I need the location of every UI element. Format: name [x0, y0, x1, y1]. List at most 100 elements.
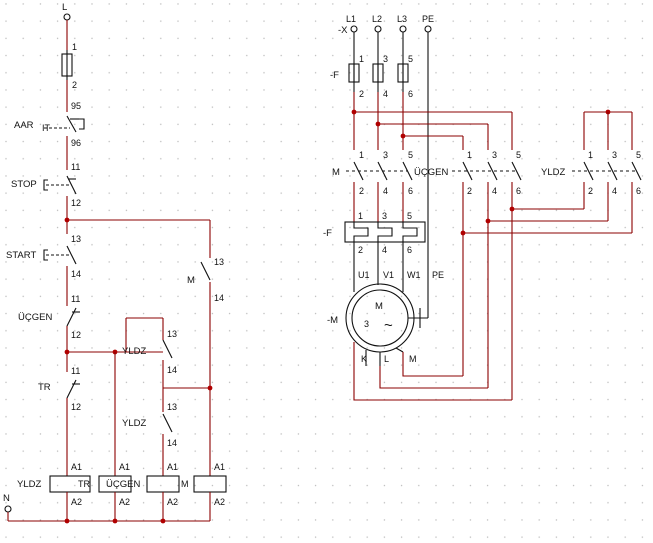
aar-pin-95: 95	[71, 101, 81, 111]
start-pin-14: 14	[71, 269, 81, 279]
contactor-ucgen-label: ÜÇGEN	[414, 167, 448, 178]
overload-relay	[344, 221, 426, 243]
contactor-ucgen-contact	[462, 161, 473, 181]
phase-pe: PE	[422, 14, 434, 24]
motor-phase-count: 3	[364, 319, 369, 329]
coil-m-a1: A1	[167, 462, 178, 472]
fuse-pin-2: 2	[72, 80, 77, 90]
contactor-yldz-contact	[583, 161, 594, 181]
wire	[379, 366, 488, 389]
contactor-ucgen-contact	[487, 161, 498, 181]
contactor-ucgen-bottom-pin: 4	[492, 186, 497, 196]
wire	[395, 347, 404, 353]
wire	[353, 342, 512, 401]
overload-bottom-pin: 6	[407, 245, 412, 255]
motor-bottom-k: K	[361, 354, 367, 364]
contactor-m-top-pin: 3	[383, 150, 388, 160]
motor-bottom-l: L	[384, 354, 389, 364]
yldz-no2-label: YLDZ	[122, 418, 146, 429]
contactor-yldz-top-pin: 5	[636, 150, 641, 160]
tr-nc-contact	[66, 379, 77, 399]
junction-dot	[485, 218, 491, 224]
terminal-label: -X	[338, 25, 348, 36]
tr-nc-pin-12: 12	[71, 402, 81, 412]
contactor-yldz-label: YLDZ	[541, 167, 565, 178]
coil-yldz: A1 YLDZ TR A2	[17, 462, 91, 507]
aar-prefix: IT	[42, 123, 51, 133]
m-no-contact	[200, 261, 211, 281]
junction-dot	[375, 121, 381, 127]
coil-m-right-label: M	[181, 479, 189, 489]
fuse-top-pin: 3	[383, 54, 388, 64]
contactor-m-top-pin: 5	[408, 150, 413, 160]
coil-yldz-body	[49, 475, 91, 493]
coil-yldz-right-label: TR	[78, 479, 90, 489]
fuse-bottom-pin: 6	[408, 89, 413, 99]
wire	[402, 352, 463, 377]
fuse-top-pin: 5	[408, 54, 413, 64]
overload-top-pin: 3	[382, 211, 387, 221]
fuse-top-pin: 1	[359, 54, 364, 64]
junction-dot	[112, 518, 118, 524]
contactor-yldz-bottom-pin: 4	[612, 186, 617, 196]
contactor-m-bottom-pin: 2	[359, 186, 364, 196]
start-contact	[66, 245, 77, 265]
start-button-head	[43, 249, 48, 261]
contactor-ucgen-top-pin: 5	[516, 150, 521, 160]
stop-button-head	[43, 179, 48, 191]
contactor-yldz-top-pin: 1	[588, 150, 593, 160]
coil-yldz-left-label: YLDZ	[17, 479, 41, 490]
junction-dot	[64, 217, 70, 223]
phase-l3: L3	[397, 14, 407, 24]
junction-dot	[400, 133, 406, 139]
yldz-no1-contact	[162, 339, 173, 359]
contactor-yldz-top-pin: 3	[612, 150, 617, 160]
contactor-m-bottom-pin: 4	[383, 186, 388, 196]
ucgen-nc-contact	[66, 307, 77, 327]
tr-nc-pin-11: 11	[71, 366, 80, 376]
stop-label: STOP	[11, 179, 37, 190]
overload-element	[353, 222, 369, 242]
ucgen-nc-label: ÜÇGEN	[18, 312, 52, 323]
supply-label-n: N	[3, 493, 10, 504]
contactor-m-bottom-pin: 6	[408, 186, 413, 196]
coil-ucgen-a1: A1	[119, 462, 130, 472]
yldz-no2-pin-14: 14	[167, 438, 177, 448]
overload-label: -F	[323, 228, 332, 239]
aar-contact	[66, 115, 77, 133]
yldz-no2-pin-13: 13	[167, 402, 177, 412]
coil-m-a2: A2	[167, 497, 178, 507]
motor-terminal-w1: W1	[407, 270, 421, 280]
coil-yldz-a2: A2	[71, 497, 82, 507]
motor-label: -M	[327, 315, 338, 326]
power-circuit: -X L1 L 2 L3 PE -F 1 3 5 2 4 6	[323, 14, 642, 401]
ucgen-nc-pin-12: 12	[71, 330, 81, 340]
yldz-no1-label: YLDZ	[122, 346, 146, 357]
phase-l1: L1	[346, 14, 356, 24]
m-no-pin-13: 13	[214, 257, 224, 267]
fuse-bottom-pin: 4	[383, 89, 388, 99]
motor-terminal-u1: U1	[358, 270, 370, 280]
overload-top-pin: 5	[407, 211, 412, 221]
motor-ac-symbol: ~	[384, 317, 393, 334]
yldz-no1-pin-13: 13	[167, 329, 177, 339]
contactor-yldz-contact	[607, 161, 618, 181]
junction-dot	[509, 206, 515, 212]
junction-dot	[207, 385, 213, 391]
contactor-yldz-contact	[631, 161, 642, 181]
coil-ucgen-a2: A2	[119, 497, 130, 507]
overload-bottom-pin: 4	[382, 245, 387, 255]
aar-thermal-symbol	[79, 118, 85, 130]
contactor-ucgen-bottom-pin: 6	[516, 186, 521, 196]
m-no-pin-14: 14	[214, 293, 224, 303]
ucgen-nc-pin-11: 11	[71, 294, 80, 304]
start-pin-13: 13	[71, 234, 81, 244]
fuse-pin-1: 1	[72, 42, 77, 52]
junction-dot	[160, 518, 166, 524]
coil-yldz-a1: A1	[71, 462, 82, 472]
contactor-m-label: M	[332, 167, 340, 178]
overload-element	[377, 222, 393, 242]
fuse-bottom-pin: 2	[359, 89, 364, 99]
power-fuse-label: -F	[330, 70, 339, 81]
